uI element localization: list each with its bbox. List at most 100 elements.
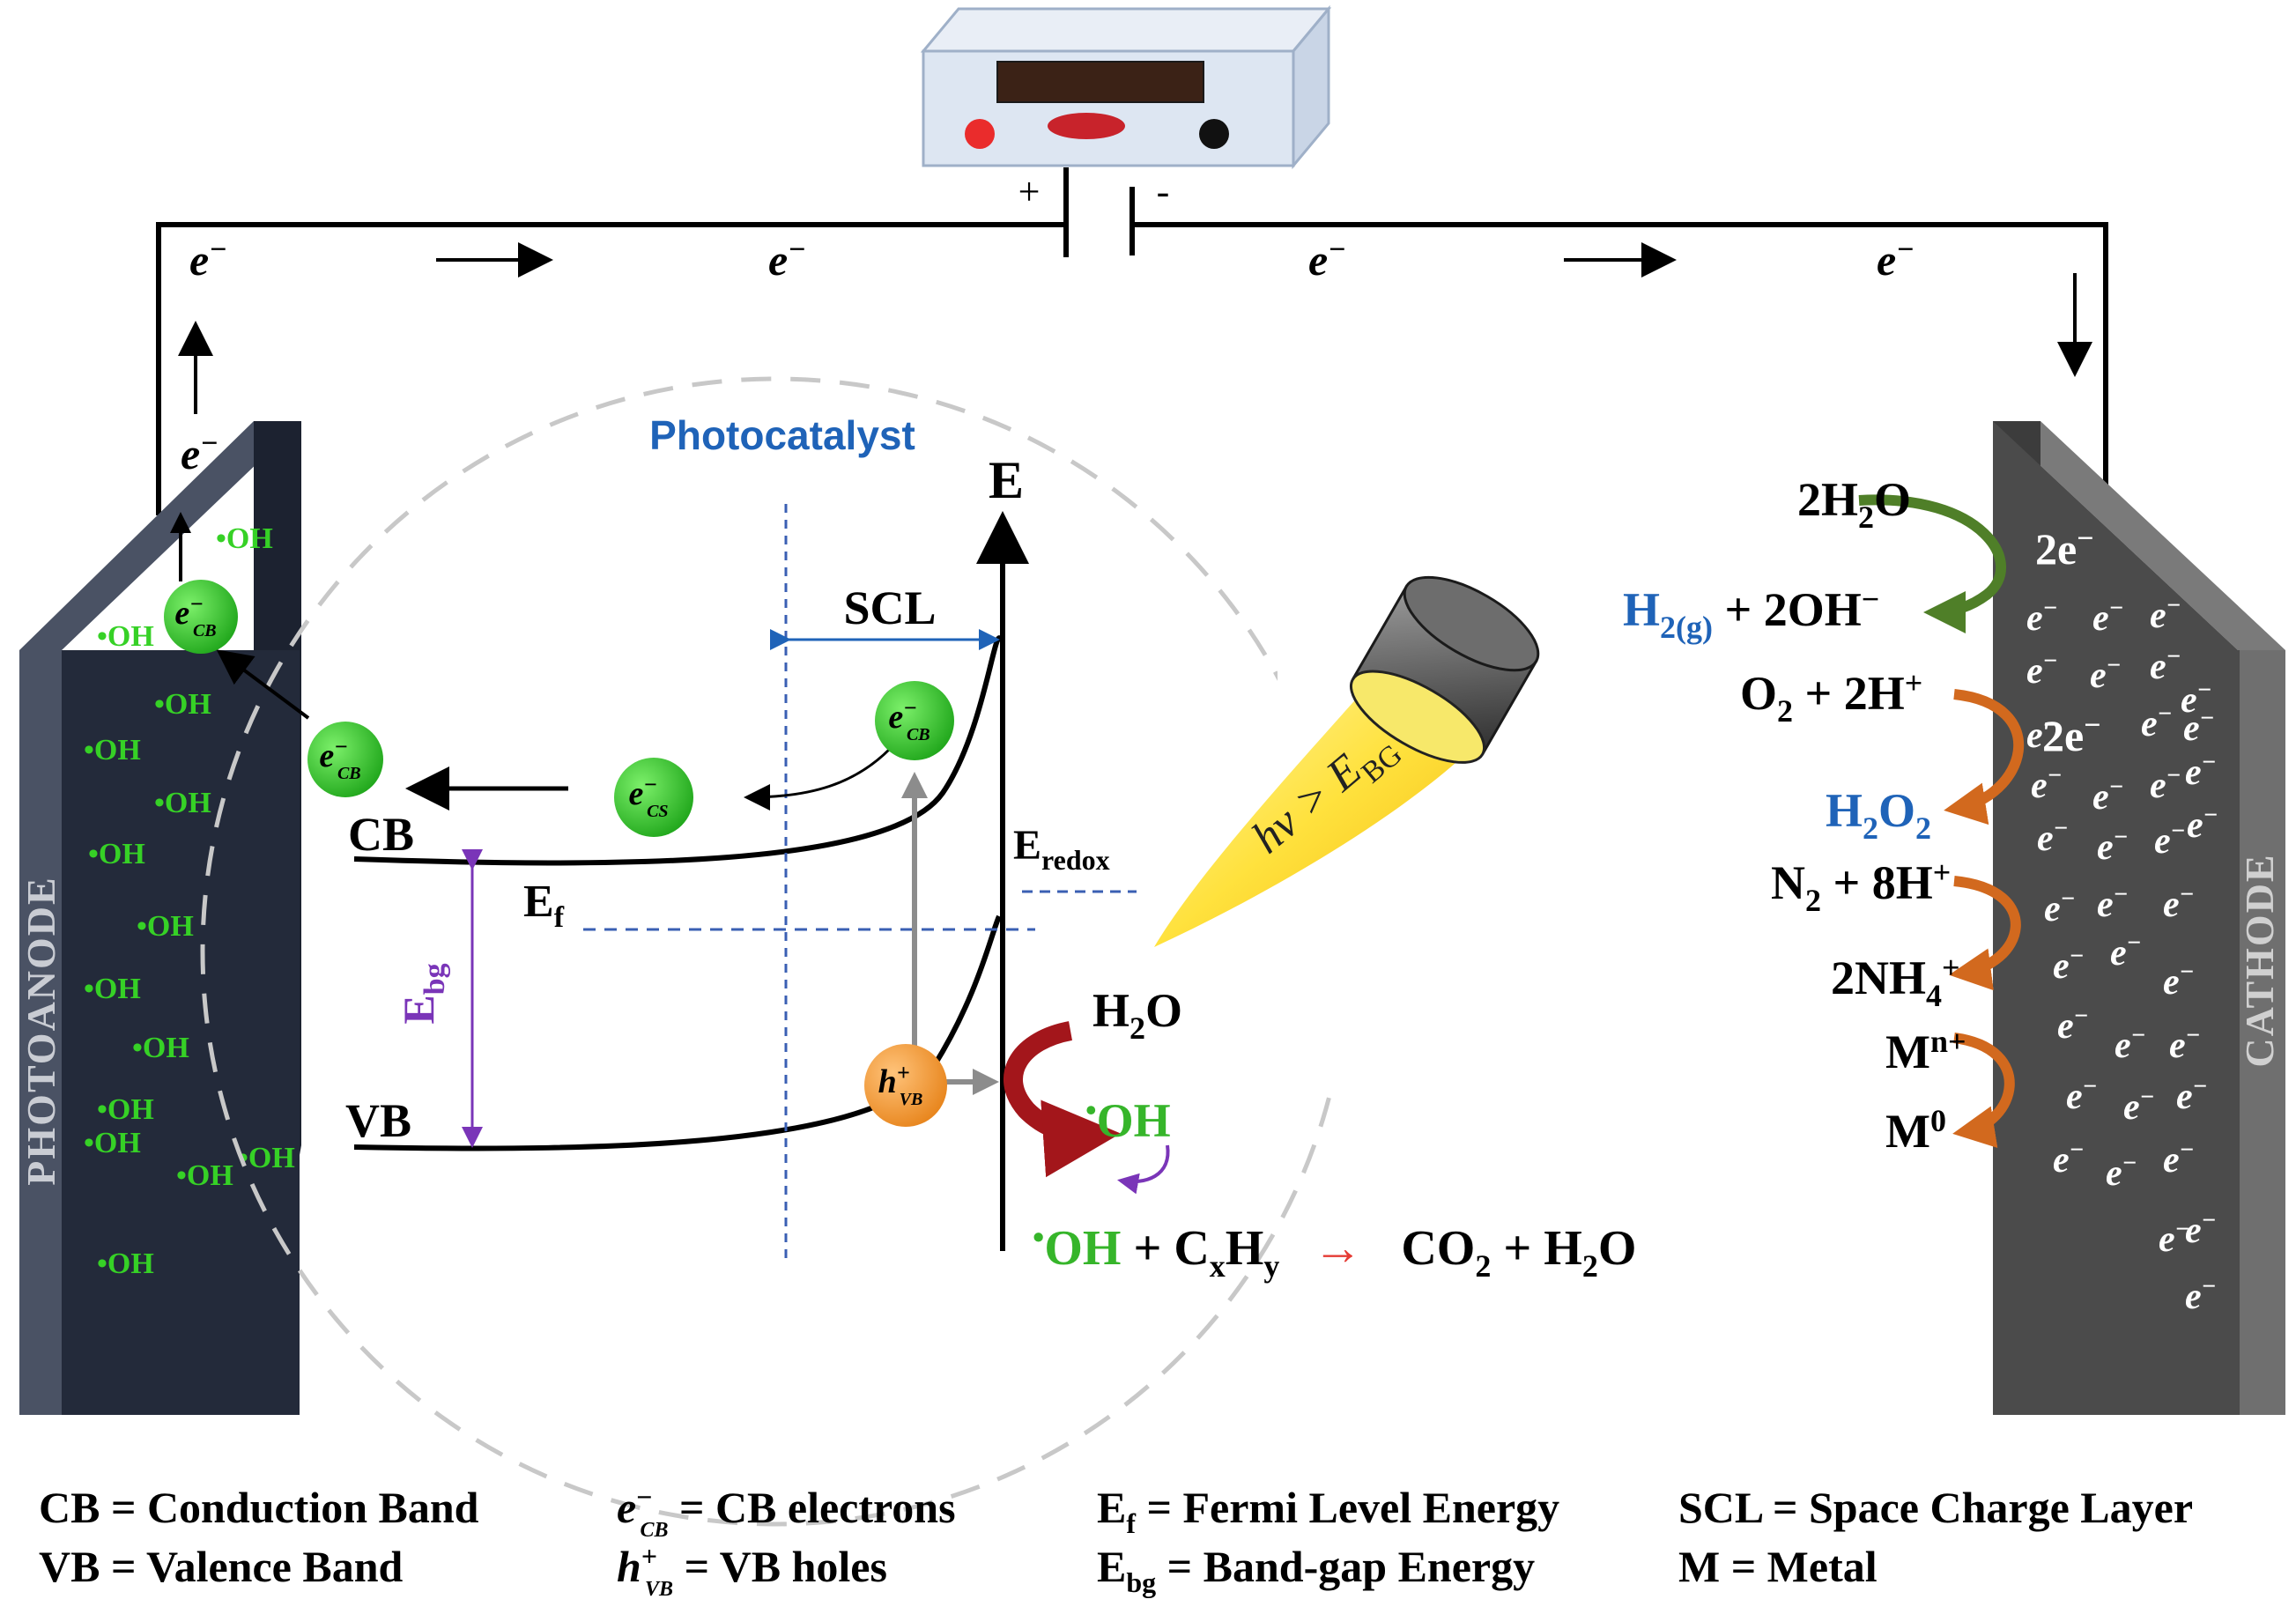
wire-electron-label: e−	[768, 233, 806, 285]
cathode-reaction-4-reactant: Mn+	[1885, 1024, 1966, 1078]
electron-cb-interface: e−CB	[307, 722, 383, 797]
legend-ebg: Ebg = Band-gap Energy	[1097, 1542, 1535, 1598]
cathode-electron-label: e−	[2150, 643, 2181, 687]
cathode-electron-label: e−	[2031, 762, 2063, 806]
oh-radical-label: •OH	[97, 1093, 154, 1126]
cathode-electron-label: e−	[2097, 881, 2129, 925]
negative-sign: -	[1157, 170, 1170, 213]
oh-radical-label: •OH	[216, 522, 273, 555]
photoanode-label: PHOTOANODE	[19, 876, 63, 1185]
cathode-electron-label: e−	[2090, 652, 2122, 696]
cathode-electron-label: e−	[2097, 824, 2129, 868]
cathode-electron-label: e−	[2185, 1273, 2217, 1317]
oh-radical-label: •OH	[84, 973, 141, 1005]
legend-ecb: e−CB = CB electrons	[617, 1481, 956, 1542]
oh-radical-label: •OH	[176, 1159, 233, 1192]
cathode-reaction-2-reactant: O2 + 2H+	[1740, 665, 1922, 729]
legend-scl: SCL = Space Charge Layer	[1678, 1483, 2193, 1532]
electron-to-anode-arrow	[216, 649, 310, 720]
cathode-electron-label: e−	[2163, 959, 2195, 1003]
power-supply-knob	[1048, 113, 1125, 139]
cathode-electron-label: e−	[2026, 595, 2058, 639]
cathode-electron-label: e−	[2169, 1022, 2201, 1066]
legend-cb: CB = Conduction Band	[39, 1483, 479, 1532]
legend-ef: Ef = Fermi Level Energy	[1097, 1483, 1559, 1539]
wire-electron-label: e−	[189, 233, 227, 285]
oh-radical-label: •OH	[84, 1127, 141, 1159]
redox-label: Eredox	[1013, 822, 1110, 876]
current-arrows	[178, 242, 2092, 414]
cathode-electron-label: e−	[2092, 774, 2124, 818]
cathode-electron-label: e−	[2110, 929, 2142, 974]
legend-vb: VB = Valence Band	[39, 1542, 403, 1591]
cathode-electron-label: e−	[2183, 705, 2215, 749]
oh-radical-label: •OH	[88, 838, 145, 870]
hole-vb: h+VB	[864, 1044, 947, 1127]
cathode-reaction-1-product: H2(g) + 2OH−	[1623, 581, 1879, 645]
circuit-wire	[156, 167, 2108, 515]
cathode-electron-label: e−	[2044, 885, 2076, 929]
anode-oh-radical: •OH	[1085, 1092, 1171, 1147]
wire-electron-label: e−	[1877, 233, 1915, 285]
cathode-electron-label: e−	[2163, 881, 2195, 925]
oh-radical-label: •OH	[132, 1032, 189, 1064]
oh-radical-label: •OH	[238, 1142, 295, 1174]
cathode-electron-label: e−	[2163, 1136, 2195, 1181]
cathode-electron-label: e−	[2181, 677, 2212, 721]
water-oxidation-arrow	[1004, 1021, 1121, 1178]
anode-water: H2O	[1092, 984, 1182, 1046]
cathode-electron-label: e−	[2066, 1073, 2098, 1117]
scl-label: SCL	[843, 581, 936, 634]
svg-text:e−CB: e−CB	[319, 734, 360, 783]
photoanode-electrode	[19, 421, 301, 1415]
cathode-label: CATHODE	[2237, 853, 2282, 1067]
vb-label: VB	[345, 1094, 411, 1147]
cathode-electrons: e−e−e−e−e−e−e−e−e−e−e−e−e−e−e−e−e−e−e−e−…	[2026, 592, 2218, 1317]
cathode-electron-label: e−	[2159, 1216, 2190, 1260]
degradation-equation: •OH + CxHy→CO2 + H2O	[1033, 1219, 1636, 1284]
cathode-electron-label: e−	[2106, 1150, 2137, 1194]
oh-radical-label: •OH	[97, 620, 154, 653]
svg-text:e−CB: e−CB	[888, 695, 930, 744]
cathode-electron-label: e−	[2150, 592, 2181, 636]
conduction-band	[353, 635, 1004, 866]
oh-radical-label: •OH	[154, 688, 211, 721]
legend-metal: M = Metal	[1678, 1542, 1878, 1591]
wire-electron-labels: e− e− e− e− e−	[181, 233, 1915, 478]
cathode-reaction-4-product: M0	[1885, 1103, 1946, 1158]
electron-cs: e−CS	[614, 758, 693, 837]
electron-drift-arrow	[744, 747, 892, 811]
cathode-electron-label: e−	[2057, 1003, 2089, 1047]
cathode-electron-label: e−	[2037, 815, 2069, 859]
legend: CB = Conduction Band VB = Valence Band e…	[39, 1481, 2193, 1601]
oh-radical-label: •OH	[97, 1248, 154, 1280]
wire-electron-label: e−	[1308, 233, 1346, 285]
photoanode-radicals: •OH•OH•OH•OH•OH•OH•OH•OH•OH•OH•OH•OH•OH•…	[84, 522, 295, 1280]
light-beam	[1154, 678, 1480, 947]
cathode-electron-label: e−	[2115, 1022, 2146, 1066]
light-source	[1154, 575, 1540, 947]
wire-electron-label: e−	[181, 427, 218, 478]
oh-radical-label: •OH	[84, 734, 141, 766]
cathode-electrode	[1993, 421, 2285, 1415]
power-supply	[920, 4, 1332, 170]
cathode-electron-label: e−	[2053, 1136, 2085, 1181]
band-diagram	[170, 504, 1137, 1260]
power-supply-display	[996, 61, 1204, 103]
cathode-electron-label: e−	[2185, 1207, 2217, 1251]
cathode-electron-label: e−	[2141, 700, 2173, 744]
energy-axis-label: E	[989, 451, 1024, 509]
cathode-electron-label: e−	[2150, 762, 2181, 806]
cathode-electron-label: e−	[2026, 648, 2058, 692]
bandgap-label: Ebg	[394, 963, 451, 1024]
cathode-electron-label: e−	[2176, 1073, 2208, 1117]
negative-terminal	[1199, 119, 1229, 149]
cathode-reaction-1-electrons: 2e−	[2035, 522, 2094, 574]
svg-text:h+VB: h+VB	[878, 1060, 923, 1109]
photocatalyst-title: Photocatalyst	[649, 412, 915, 458]
cathode-electron-label: e−	[2026, 712, 2058, 756]
cathode-electron-label: e−	[2092, 595, 2124, 639]
oh-radical-label: •OH	[154, 787, 211, 819]
cathode-reaction-2-electrons: 2e−	[2042, 709, 2101, 760]
